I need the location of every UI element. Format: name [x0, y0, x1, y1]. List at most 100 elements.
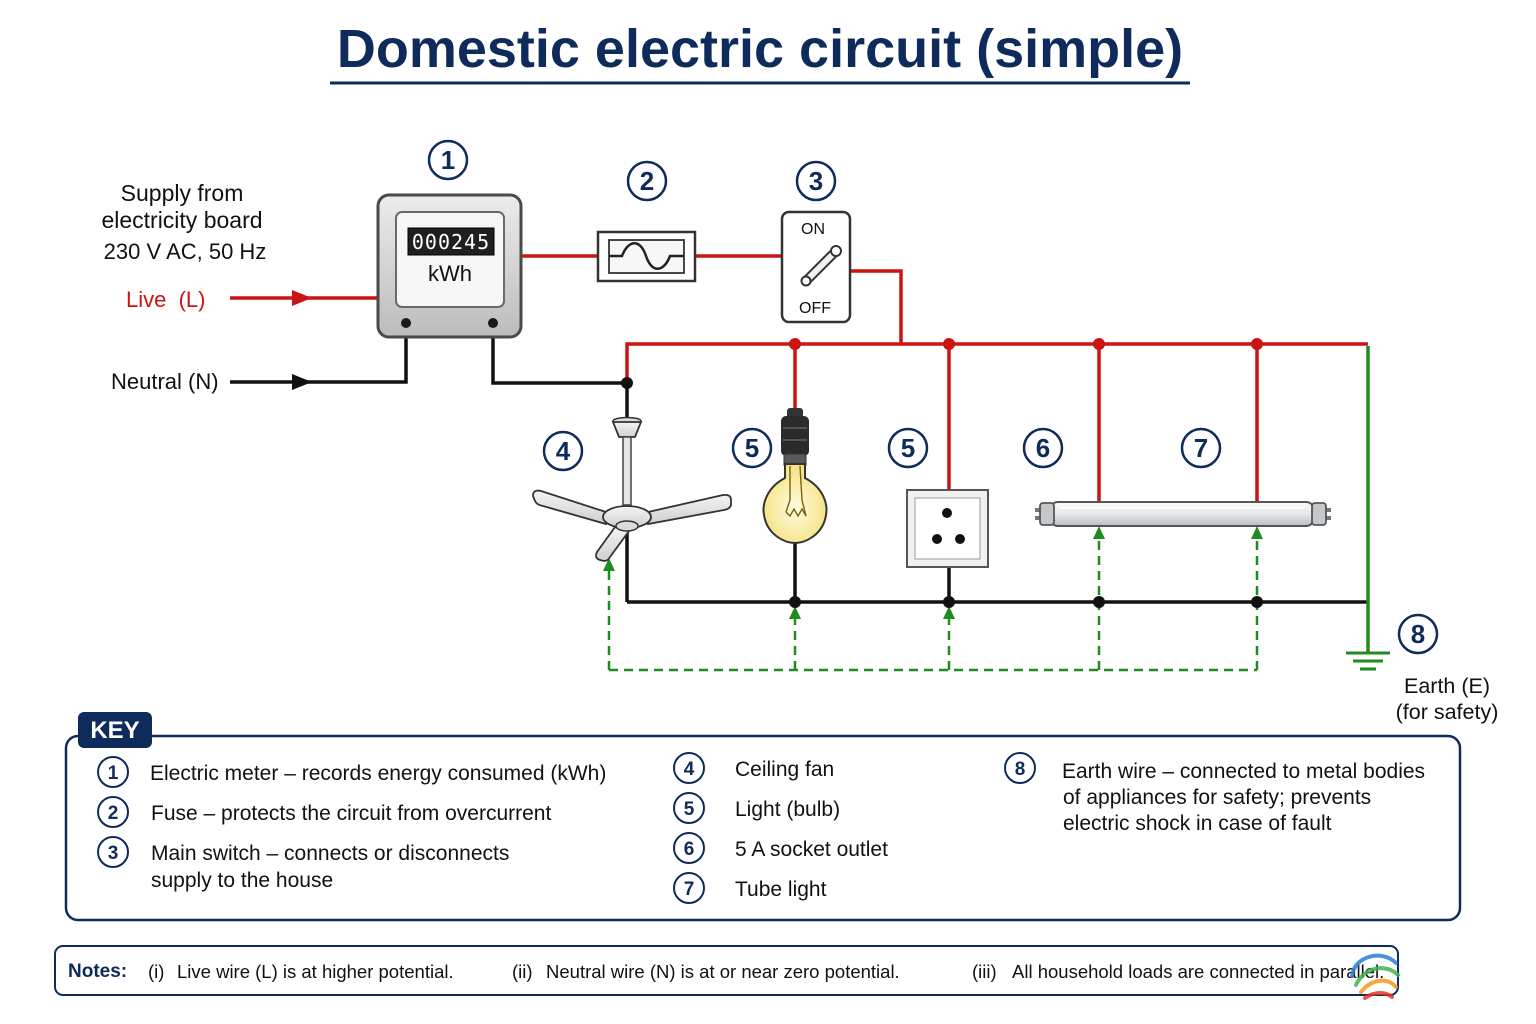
key-item-text: 5 A socket outlet	[735, 838, 888, 861]
callout-socket: 5	[887, 427, 929, 469]
callout-number: 6	[1036, 433, 1050, 463]
logo-arc-red	[1363, 991, 1394, 1000]
callout-number: 2	[640, 166, 654, 196]
neutral-junction-dot	[789, 596, 801, 608]
key-panel-border	[64, 734, 1462, 922]
key-badge-number: 8	[1015, 759, 1026, 780]
meter-reading: 000245	[412, 230, 490, 254]
earth-symbol-icon	[1346, 651, 1390, 671]
page-title: Domestic electric circuit (simple)	[337, 19, 1183, 79]
note-text: Live wire (L) is at higher potential.	[177, 961, 454, 982]
key-badge	[97, 836, 129, 868]
key-badge-number: 4	[684, 759, 695, 780]
callout-number: 4	[556, 436, 571, 466]
main-switch: ON OFF	[780, 210, 852, 324]
tube-pin	[1324, 508, 1331, 512]
logo-arc-green	[1354, 966, 1400, 987]
key-badge	[673, 832, 705, 864]
callout-number: 5	[901, 433, 915, 463]
callout-circle	[795, 160, 837, 202]
key-badge-number: 5	[684, 799, 695, 820]
meter-panel	[395, 211, 505, 308]
notes-heading: Notes:	[68, 961, 127, 982]
fan-canopy	[611, 421, 643, 438]
key-item-text: Light (bulb)	[735, 798, 840, 821]
key-item-socket: 6 5 A socket outlet	[673, 832, 888, 864]
neutral-junction-dot	[621, 377, 633, 389]
key-item-meter: 1 Electric meter – records energy consum…	[97, 756, 606, 788]
callout-number: 7	[1194, 433, 1208, 463]
note-marker: (i)	[148, 961, 164, 982]
live-wire-switch-to-bus	[850, 269, 903, 344]
notes-panel: Notes: (i) Live wire (L) is at higher po…	[54, 945, 1399, 996]
fan-motor-cap	[615, 520, 639, 532]
key-badge	[1004, 752, 1036, 784]
tube-pin	[1035, 516, 1042, 520]
live-junction-dot	[1093, 338, 1105, 350]
earth-arrow-socket-icon	[943, 606, 955, 619]
callout-number: 3	[809, 166, 823, 196]
neutral-wire-supply	[230, 337, 408, 384]
neutral-junction-dot	[1251, 596, 1263, 608]
key-heading: KEY	[90, 717, 139, 744]
key-panel: KEY 1 Electric meter – records energy co…	[64, 712, 1462, 922]
key-badge	[673, 752, 705, 784]
callout-circle	[427, 139, 469, 181]
callout-circle	[1180, 427, 1222, 469]
junction-dots	[621, 338, 1263, 608]
callout-meter: 1	[427, 139, 469, 181]
switch-off-label: OFF	[799, 300, 831, 317]
switch-knob	[830, 245, 842, 257]
light-bulb-icon	[762, 408, 828, 545]
earth-arrow-bulb-icon	[789, 606, 801, 619]
key-badge	[673, 872, 705, 904]
callout-bulb: 5	[731, 427, 773, 469]
logo-arc-orange	[1359, 978, 1398, 994]
key-item-text: Electric meter – records energy consumed…	[150, 762, 606, 785]
callout-ceiling-fan: 4	[542, 430, 584, 472]
tube-body	[1049, 501, 1315, 527]
meter-terminal-left	[401, 318, 411, 328]
key-item-text: electric shock in case of fault	[1063, 812, 1332, 835]
tube-light-icon	[1035, 501, 1331, 527]
callout-number: 5	[745, 433, 759, 463]
meter-display	[407, 227, 495, 256]
callout-circle	[1397, 613, 1439, 655]
callout-number: 8	[1411, 619, 1425, 649]
key-item-text: Fuse – protects the circuit from overcur…	[151, 802, 551, 825]
live-arrowhead	[292, 290, 312, 306]
switch-pivot	[800, 275, 812, 287]
callout-number: 1	[441, 145, 455, 175]
key-badge-number: 2	[108, 803, 119, 824]
supply-rating: 230 V AC, 50 Hz	[104, 239, 267, 264]
bulb-holder-cap	[787, 408, 803, 418]
key-item-earth-wire: 8 Earth wire – connected to metal bodies…	[1004, 752, 1425, 835]
fan-blade-left	[532, 489, 607, 526]
supply-label-line1: Supply from	[121, 180, 244, 206]
callout-fuse: 2	[626, 160, 668, 202]
fuse	[596, 230, 697, 283]
key-item-text: of appliances for safety; prevents	[1063, 786, 1371, 809]
electric-meter: 000245 kWh	[376, 193, 523, 339]
tube-end-cap-right	[1311, 502, 1327, 526]
key-item-main-switch: 3 Main switch – connects or disconnects …	[97, 836, 509, 892]
earth-arrow-fan-icon	[603, 558, 615, 571]
bulb-holder	[781, 416, 809, 456]
live-bus	[625, 342, 1368, 378]
key-item-tube-light: 7 Tube light	[673, 872, 827, 904]
ceiling-fan-icon	[532, 416, 732, 562]
switch-lever	[803, 248, 839, 284]
fan-downrod	[622, 436, 632, 506]
socket-earth-pin-hole	[942, 508, 952, 518]
callout-circle	[731, 427, 773, 469]
key-item-text: Earth wire – connected to metal bodies	[1062, 760, 1425, 783]
callout-earth: 8	[1397, 613, 1439, 655]
note-marker: (ii)	[512, 961, 533, 982]
meter-terminal-right	[488, 318, 498, 328]
key-item-fuse: 2 Fuse – protects the circuit from overc…	[97, 796, 551, 828]
switch-on-label: ON	[801, 221, 825, 238]
earth-label: Earth (E)	[1404, 674, 1490, 698]
callout-circle	[626, 160, 668, 202]
key-badge-number: 3	[108, 843, 119, 864]
key-badge-number: 1	[108, 763, 119, 784]
